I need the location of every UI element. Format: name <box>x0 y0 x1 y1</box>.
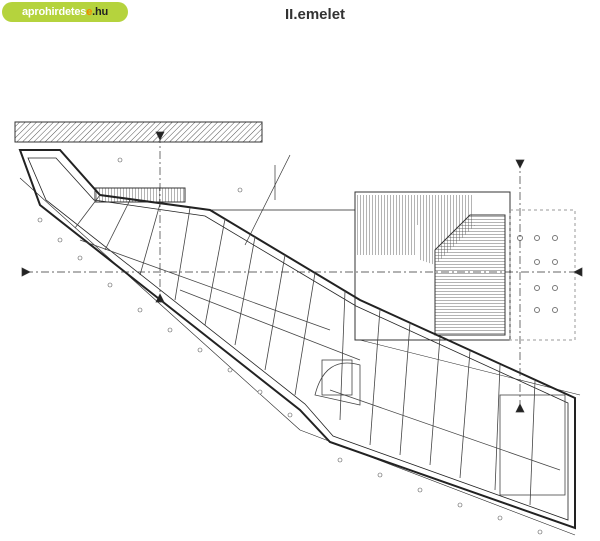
logo-text: aprohirdetes <box>21 6 87 18</box>
logo-domain: .hu <box>92 6 109 18</box>
room-partitions <box>74 194 566 506</box>
stair <box>94 187 186 203</box>
section-lines <box>21 131 583 413</box>
building-outline <box>18 149 581 536</box>
logo-accent: e <box>86 6 93 18</box>
hatched-wall <box>14 121 263 143</box>
floor-title: II.emelet <box>285 6 346 23</box>
grid-markers <box>37 157 543 535</box>
roof-area <box>354 191 576 341</box>
